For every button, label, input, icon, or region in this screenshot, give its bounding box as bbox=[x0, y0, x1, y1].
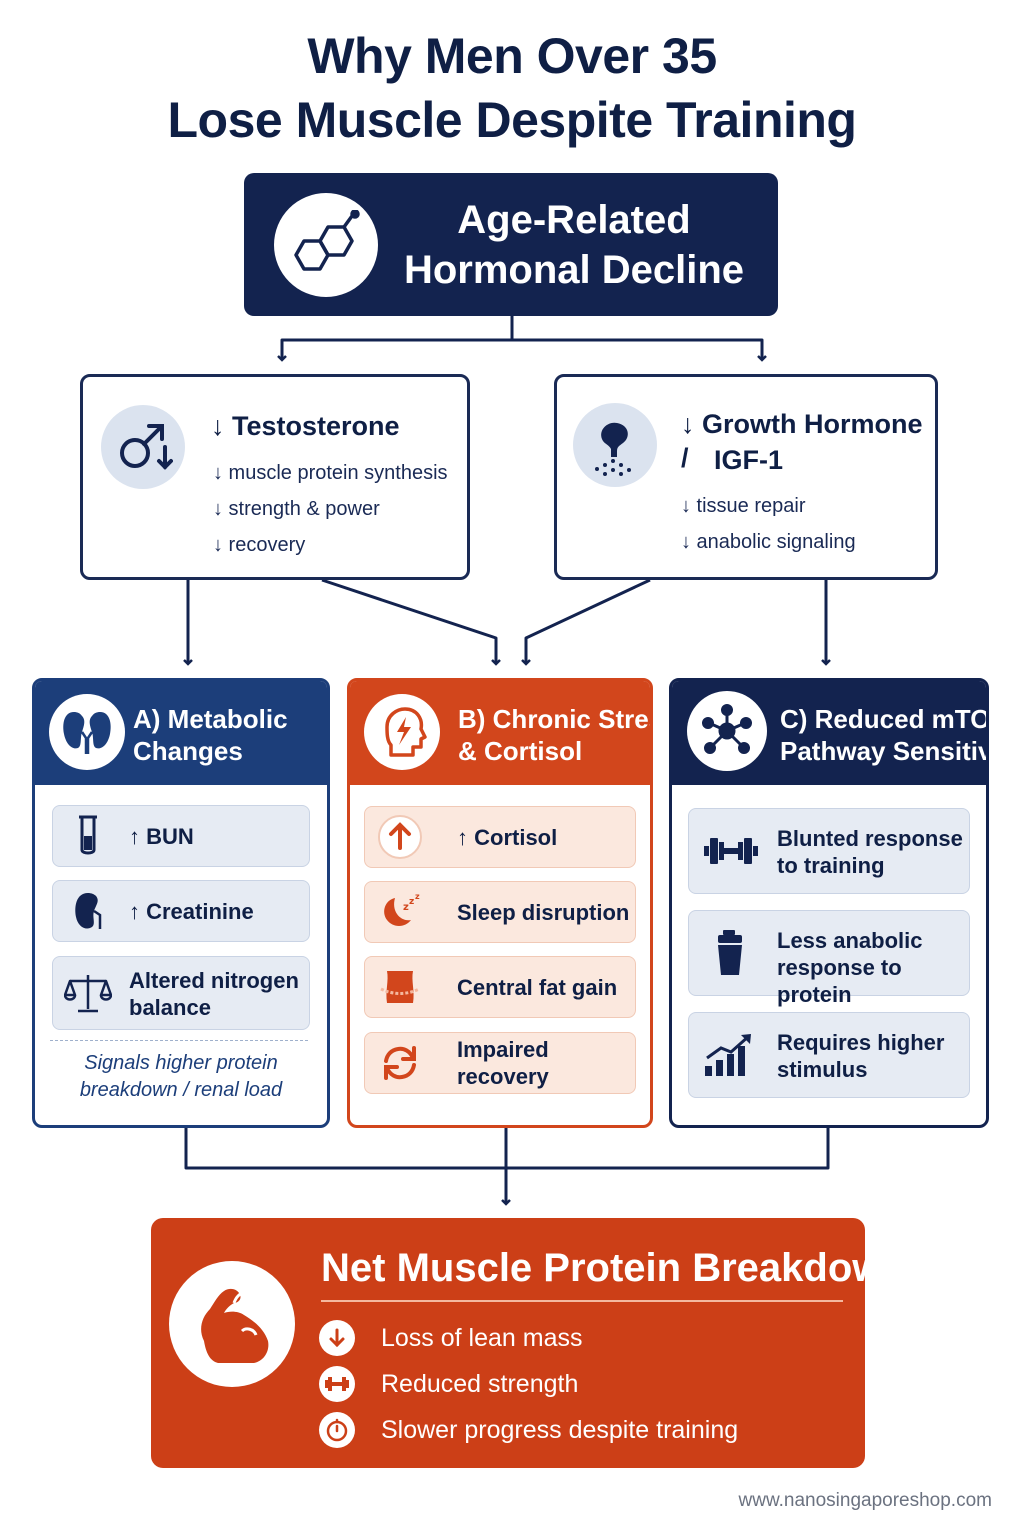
outcome-item-label: Reduced strength bbox=[381, 1370, 579, 1398]
dumbbell-icon bbox=[319, 1366, 355, 1402]
stopwatch-icon bbox=[319, 1412, 355, 1448]
connector-top-right bbox=[512, 338, 767, 362]
metabolic-item-nitrogen: Altered nitrogen balance bbox=[52, 956, 310, 1030]
metabolic-header: A) Metabolic Changes bbox=[35, 681, 327, 785]
mtor-item-label: Blunted response to training bbox=[777, 826, 963, 878]
testosterone-box: ↓ Testosterone ↓ muscle protein synthesi… bbox=[80, 374, 470, 580]
mtor-item-training: Blunted response to training bbox=[688, 808, 970, 894]
title-line-1: Why Men Over 35 bbox=[307, 28, 717, 84]
metabolic-item-label: ↑ BUN bbox=[129, 823, 194, 849]
stress-item-label: Central fat gain bbox=[457, 974, 618, 1000]
head-lightning-icon bbox=[364, 694, 440, 770]
outcome-item-progress: Slower progress despite training bbox=[319, 1411, 738, 1449]
hormonal-decline-box: Age-Related Hormonal Decline bbox=[244, 173, 778, 316]
kidneys-icon bbox=[49, 694, 125, 770]
outcome-item-label: Slower progress despite training bbox=[381, 1416, 739, 1444]
metabolic-item-bun: ↑ BUN bbox=[52, 805, 310, 867]
rising-bars-icon bbox=[703, 1030, 757, 1080]
molecule-icon bbox=[274, 193, 378, 297]
testosterone-item: ↓ strength & power bbox=[213, 498, 380, 520]
mtor-header: C) Reduced mTOR Pathway Sensitivity bbox=[672, 681, 986, 785]
mtor-item-label: Less anabolic response to protein bbox=[777, 928, 923, 1007]
stress-item-label: ↑ Cortisol bbox=[457, 824, 558, 850]
stress-title: B) Chronic Stress & Cortisol bbox=[458, 704, 650, 766]
growth-hormone-item: ↓ tissue repair bbox=[681, 495, 806, 517]
refresh-arrows-icon bbox=[375, 1038, 425, 1088]
growth-hormone-item: ↓ anabolic signaling bbox=[681, 531, 856, 553]
outcome-title: Net Muscle Protein Breakdown bbox=[321, 1246, 908, 1290]
outcome-item-strength: Reduced strength bbox=[319, 1365, 578, 1403]
mtor-item-protein: Less anabolic response to protein bbox=[688, 910, 970, 1007]
metabolic-note: Signals higher protein breakdown / renal… bbox=[79, 1052, 283, 1101]
outcome-divider bbox=[321, 1300, 843, 1302]
title-line-2: Lose Muscle Despite Training bbox=[167, 92, 857, 148]
stress-header: B) Chronic Stress & Cortisol bbox=[350, 681, 650, 785]
page-title: Why Men Over 35 Lose Muscle Despite Trai… bbox=[0, 24, 1024, 152]
mtor-item-label: Requires higher stimulus bbox=[777, 1030, 945, 1082]
metabolic-item-label: ↑ Creatinine bbox=[129, 898, 254, 924]
mtor-item-stimulus: Requires higher stimulus bbox=[688, 1012, 970, 1098]
stress-item-sleep: z z z Sleep disruption bbox=[364, 881, 636, 943]
outcome-item-lean-mass: Loss of lean mass bbox=[319, 1319, 583, 1357]
connector-gh-to-b bbox=[521, 578, 651, 666]
metabolic-changes-column: A) Metabolic Changes ↑ BUN ↑ Creatinine bbox=[32, 678, 330, 1128]
growth-hormone-title-line-1: ↓ Growth Hormone / bbox=[681, 409, 923, 473]
metabolic-item-label: Altered nitrogen balance bbox=[129, 968, 299, 1020]
testosterone-title: ↓ Testosterone bbox=[211, 411, 400, 441]
stress-item-fat: Central fat gain bbox=[364, 956, 636, 1018]
moon-zzz-icon: z z z bbox=[375, 887, 425, 937]
metabolic-item-creatinine: ↑ Creatinine bbox=[52, 880, 310, 942]
test-tube-icon bbox=[63, 811, 113, 861]
arrow-down-icon bbox=[319, 1320, 355, 1356]
testosterone-item: ↓ recovery bbox=[213, 534, 306, 556]
mtor-column: C) Reduced mTOR Pathway Sensitivity Blun… bbox=[669, 678, 989, 1128]
arrow-up-circle-icon bbox=[375, 812, 425, 862]
metabolic-title: A) Metabolic Changes bbox=[133, 704, 288, 766]
male-symbol-down-icon bbox=[101, 405, 185, 489]
net-breakdown-box: Net Muscle Protein Breakdown Loss of lea… bbox=[151, 1218, 908, 1468]
chronic-stress-column: B) Chronic Stress & Cortisol ↑ Cortisol … bbox=[347, 678, 653, 1128]
stress-item-label: Sleep disruption bbox=[457, 899, 630, 925]
connector-top-split bbox=[277, 316, 514, 362]
outcome-item-label: Loss of lean mass bbox=[381, 1324, 583, 1352]
svg-text:z: z bbox=[403, 902, 409, 913]
stress-item-recovery: Impaired recovery bbox=[364, 1032, 636, 1094]
website-footer: www.nanosingaporeshop.com bbox=[738, 1490, 993, 1511]
metabolic-note-divider bbox=[50, 1040, 308, 1041]
stress-item-label: Impaired recovery bbox=[457, 1037, 549, 1089]
flexed-arm-icon bbox=[169, 1261, 295, 1387]
svg-text:z: z bbox=[415, 892, 420, 901]
growth-hormone-box: ↓ Growth Hormone / IGF-1 ↓ tissue repair… bbox=[554, 374, 938, 580]
mtor-title: C) Reduced mTOR Pathway Sensitivity bbox=[780, 704, 989, 766]
balance-scale-icon bbox=[63, 968, 113, 1018]
connector-testo-to-b bbox=[321, 578, 501, 666]
growth-hormone-title-line-2: IGF-1 bbox=[714, 445, 784, 475]
protein-shaker-icon bbox=[705, 928, 755, 978]
waist-measure-icon bbox=[375, 962, 425, 1012]
dumbbell-icon bbox=[703, 826, 759, 876]
network-nodes-icon bbox=[687, 691, 767, 771]
connector-merge bbox=[184, 1128, 830, 1170]
testosterone-item: ↓ muscle protein synthesis bbox=[213, 462, 448, 484]
pituitary-gland-icon bbox=[573, 403, 657, 487]
stress-item-cortisol: ↑ Cortisol bbox=[364, 806, 636, 868]
hormonal-decline-label: Age-Related Hormonal Decline bbox=[403, 198, 745, 292]
svg-text:z: z bbox=[409, 897, 414, 907]
kidney-icon bbox=[63, 886, 113, 936]
